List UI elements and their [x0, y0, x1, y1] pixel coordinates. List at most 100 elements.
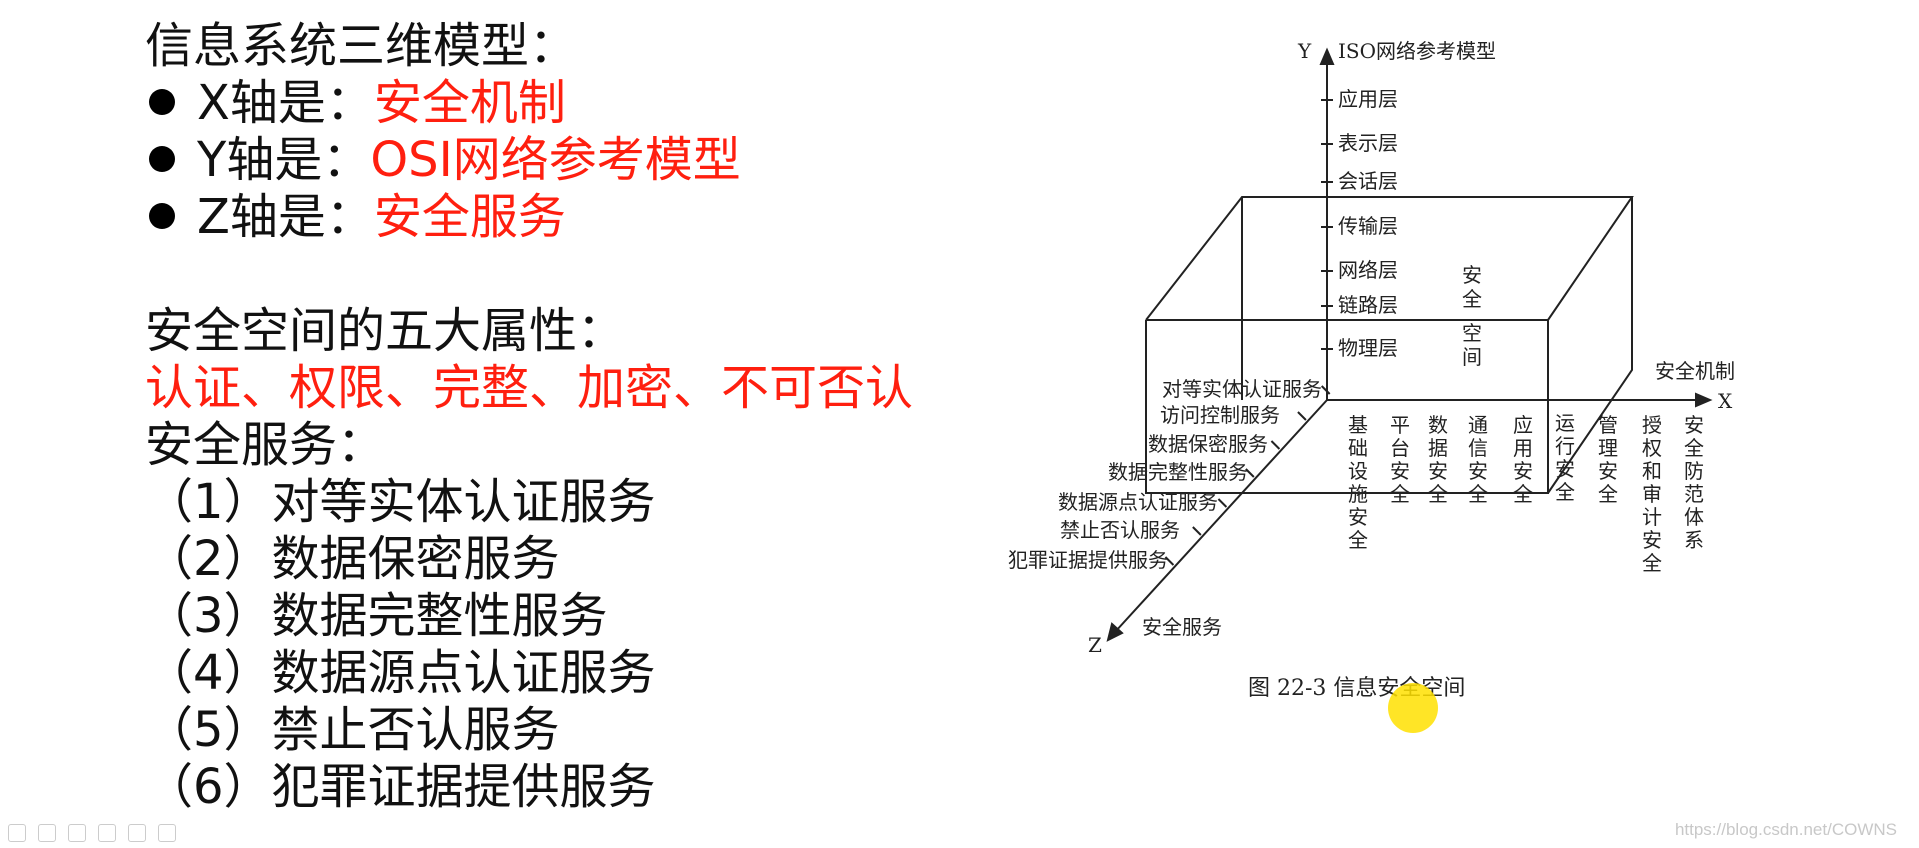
axis-z-value: 安全服务: [373, 189, 566, 245]
axis-y-line: Y轴是：OSI网络参考模型: [145, 132, 945, 189]
box-top-face: [1145, 196, 1634, 321]
svg-text:体: 体: [1684, 505, 1704, 529]
svg-text:据: 据: [1428, 436, 1448, 460]
z-axis-line: [1114, 399, 1328, 633]
rectangle-icon[interactable]: [38, 824, 56, 842]
svg-text:安: 安: [1428, 459, 1448, 483]
svg-text:基: 基: [1348, 413, 1368, 437]
z-service-label: 访问控制服务: [1160, 403, 1280, 427]
z-tick: [1192, 526, 1202, 536]
axis-x-line: X轴是：安全机制: [145, 75, 945, 132]
z-axis-letter: Z: [1088, 633, 1102, 657]
svg-text:设: 设: [1348, 459, 1368, 483]
svg-text:空: 空: [1462, 321, 1482, 345]
svg-text:础: 础: [1348, 436, 1368, 460]
y-axis-letter: Y: [1297, 39, 1312, 63]
svg-text:信: 信: [1468, 436, 1488, 460]
svg-text:行: 行: [1555, 434, 1575, 458]
svg-text:权: 权: [1642, 436, 1662, 460]
axis-y-prefix: Y轴是：: [197, 132, 371, 188]
svg-text:台: 台: [1390, 436, 1410, 460]
cursor-highlight: [1388, 683, 1438, 733]
z-labels: 对等实体认证服务访问控制服务数据保密服务数据完整性服务数据源点认证服务禁止否认服…: [1008, 377, 1322, 572]
svg-text:全: 全: [1598, 482, 1618, 506]
y-layer-label: 物理层: [1338, 336, 1398, 360]
svg-text:理: 理: [1598, 436, 1618, 460]
z-tick: [1297, 411, 1307, 421]
svg-text:全: 全: [1348, 528, 1368, 552]
x-axis-arrow: [1695, 392, 1713, 408]
svg-text:和: 和: [1642, 459, 1662, 483]
service-item: （2）数据保密服务: [145, 531, 560, 587]
presentation-toolbar: [8, 824, 176, 842]
y-axis-title: ISO网络参考模型: [1338, 39, 1496, 63]
svg-text:安: 安: [1598, 459, 1618, 483]
notes-panel: 信息系统三维模型： X轴是：安全机制 Y轴是：OSI网络参考模型 Z轴是：安全服…: [145, 18, 945, 816]
z-service-label: 犯罪证据提供服务: [1008, 548, 1168, 572]
pen-icon[interactable]: [8, 824, 26, 842]
svg-text:施: 施: [1348, 482, 1368, 506]
attributes-value: 认证、权限、完整、加密、不可否认: [145, 360, 914, 416]
z-service-label: 数据完整性服务: [1108, 460, 1248, 484]
z-tick: [1320, 385, 1331, 395]
svg-text:用: 用: [1513, 436, 1533, 460]
z-axis-arrow: [1106, 622, 1124, 642]
svg-text:全: 全: [1684, 436, 1704, 460]
service-item: （6）犯罪证据提供服务: [145, 759, 656, 815]
svg-text:数: 数: [1428, 413, 1448, 437]
z-service-label: 数据保密服务: [1148, 432, 1268, 456]
pointer-icon[interactable]: [128, 824, 146, 842]
bullet-icon: [149, 89, 175, 115]
z-tick: [1164, 556, 1175, 566]
axis-z-line: Z轴是：安全服务: [145, 189, 945, 246]
circle-icon[interactable]: [68, 824, 86, 842]
service-item: （3）数据完整性服务: [145, 588, 608, 644]
x-labels: 基础设施安全平台安全数据安全通信安全应用安全运行安全管理安全授权和审计安全安全防…: [1348, 411, 1704, 575]
z-axis-title: 安全服务: [1142, 615, 1222, 639]
z-service-label: 对等实体认证服务: [1162, 377, 1322, 401]
svg-text:范: 范: [1684, 482, 1704, 506]
svg-text:审: 审: [1642, 482, 1662, 506]
svg-text:安: 安: [1642, 528, 1662, 552]
svg-text:安: 安: [1348, 505, 1368, 529]
svg-text:授: 授: [1642, 413, 1662, 437]
y-layer-label: 网络层: [1338, 258, 1398, 282]
svg-text:全: 全: [1642, 551, 1662, 575]
eraser-icon[interactable]: [98, 824, 116, 842]
y-layer-label: 会话层: [1338, 169, 1398, 193]
svg-text:全: 全: [1468, 482, 1488, 506]
svg-text:全: 全: [1513, 482, 1533, 506]
z-tick: [1245, 468, 1255, 478]
svg-text:全: 全: [1462, 287, 1482, 311]
z-tick: [1217, 498, 1228, 508]
svg-text:安: 安: [1555, 457, 1575, 481]
svg-text:通: 通: [1468, 413, 1488, 437]
copy-icon[interactable]: [158, 824, 176, 842]
bullet-icon: [149, 203, 175, 229]
bullet-icon: [149, 146, 175, 172]
svg-text:安: 安: [1513, 459, 1533, 483]
axis-y-value: OSI网络参考模型: [370, 132, 741, 188]
y-layer-label: 应用层: [1338, 87, 1398, 111]
svg-text:安: 安: [1462, 263, 1482, 287]
svg-text:安: 安: [1468, 459, 1488, 483]
center-label: 安全空间: [1462, 263, 1482, 369]
axis-x-prefix: X轴是：: [197, 75, 374, 131]
svg-text:安: 安: [1684, 413, 1704, 437]
notes-title: 信息系统三维模型：: [145, 18, 578, 74]
svg-text:平: 平: [1390, 413, 1410, 437]
watermark: https://blog.csdn.net/COWNS: [1674, 820, 1897, 839]
service-item: （5）禁止否认服务: [145, 702, 560, 758]
y-layer-label: 链路层: [1338, 293, 1398, 317]
svg-text:运: 运: [1555, 411, 1575, 435]
z-service-label: 数据源点认证服务: [1058, 490, 1218, 514]
x-axis-letter: X: [1718, 389, 1733, 413]
